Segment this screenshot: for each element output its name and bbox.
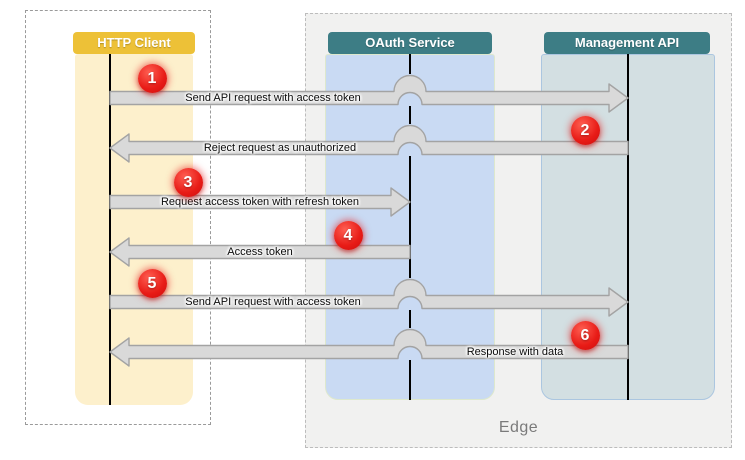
step-badge-4: 4 — [333, 220, 363, 250]
http-client-group-box — [25, 10, 211, 425]
step-badge-3: 3 — [173, 167, 203, 197]
message-arrow-1 — [109, 74, 629, 113]
edge-group-label: Edge — [498, 419, 539, 436]
lane-header-management-api: Management API — [544, 32, 710, 54]
message-arrow-5 — [109, 278, 629, 317]
message-arrow-6 — [109, 328, 629, 367]
message-label-3: Request access token with refresh token — [160, 196, 360, 208]
step-badge-1: 1 — [137, 63, 167, 93]
step-badge-6: 6 — [570, 320, 600, 350]
message-label-4: Access token — [227, 246, 293, 258]
message-label-6: Response with data — [466, 346, 564, 358]
message-label-2: Reject request as unauthorized — [203, 142, 357, 154]
message-label-5: Send API request with access token — [185, 296, 361, 308]
message-arrow-4 — [109, 237, 411, 267]
message-label-1: Send API request with access token — [185, 92, 361, 104]
step-badge-2: 2 — [570, 115, 600, 145]
lane-header-http-client: HTTP Client — [73, 32, 195, 54]
lane-header-oauth-service: OAuth Service — [328, 32, 492, 54]
message-arrow-2 — [109, 124, 629, 163]
message-arrow-3 — [109, 187, 411, 217]
step-badge-5: 5 — [137, 268, 167, 298]
